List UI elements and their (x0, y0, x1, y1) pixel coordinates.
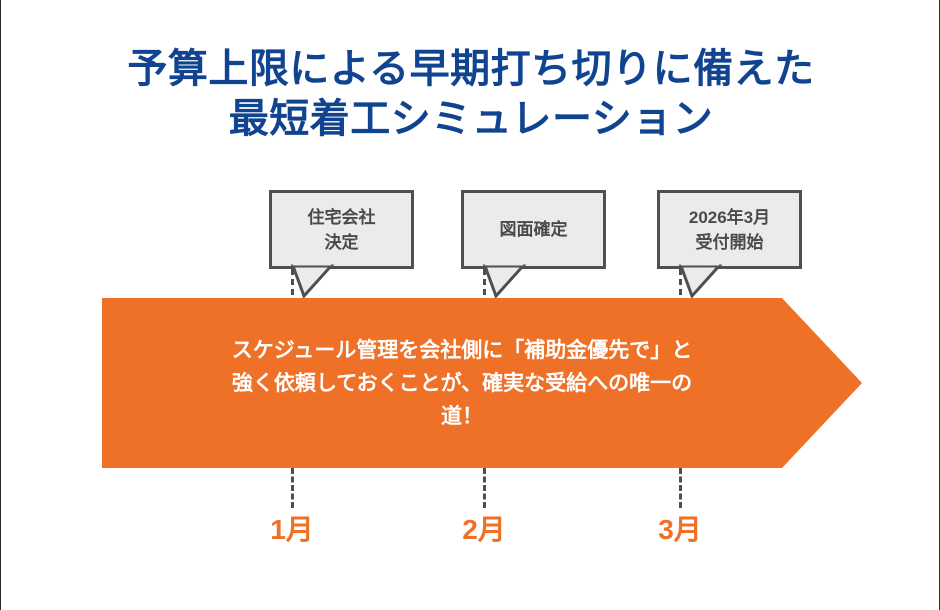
month-connector-2 (483, 468, 486, 508)
milestone-callout-application-start: 2026年3月 受付開始 (657, 190, 802, 269)
month-connector-3 (679, 468, 682, 508)
banner-message-text: スケジュール管理を会社側に「補助金優先で」と 強く依頼しておくことが、確実な受給… (231, 338, 693, 428)
milestone-connector-drawing-fixed (483, 269, 486, 295)
month-connector-1 (291, 468, 294, 508)
month-label-2: 2月 (462, 514, 506, 545)
timeline-arrow-banner: スケジュール管理を会社側に「補助金優先で」と 強く依頼しておくことが、確実な受給… (102, 298, 862, 468)
milestone-connector-housing-company (291, 269, 294, 295)
page-title: 予算上限による早期打ち切りに備えた 最短着工シミュレーション (1, 44, 939, 144)
milestone-connector-application-start (679, 269, 682, 295)
milestone-callout-label: 図面確定 (499, 220, 568, 239)
page-title-line-1: 予算上限による早期打ち切りに備えた (127, 47, 815, 91)
arrow-shape-icon (102, 298, 862, 468)
milestone-callout-label: 2026年3月 受付開始 (688, 207, 771, 252)
milestone-callout-housing-company: 住宅会社 決定 (269, 190, 414, 269)
banner-message: スケジュール管理を会社側に「補助金優先で」と 強く依頼しておくことが、確実な受給… (142, 298, 782, 468)
page-title-line-2: 最短着工シミュレーション (228, 97, 714, 141)
month-label-1: 1月 (270, 514, 314, 545)
month-label-3: 3月 (658, 514, 702, 545)
milestone-callout-drawing-fixed: 図面確定 (461, 190, 606, 269)
milestone-callout-label: 住宅会社 決定 (307, 207, 376, 252)
